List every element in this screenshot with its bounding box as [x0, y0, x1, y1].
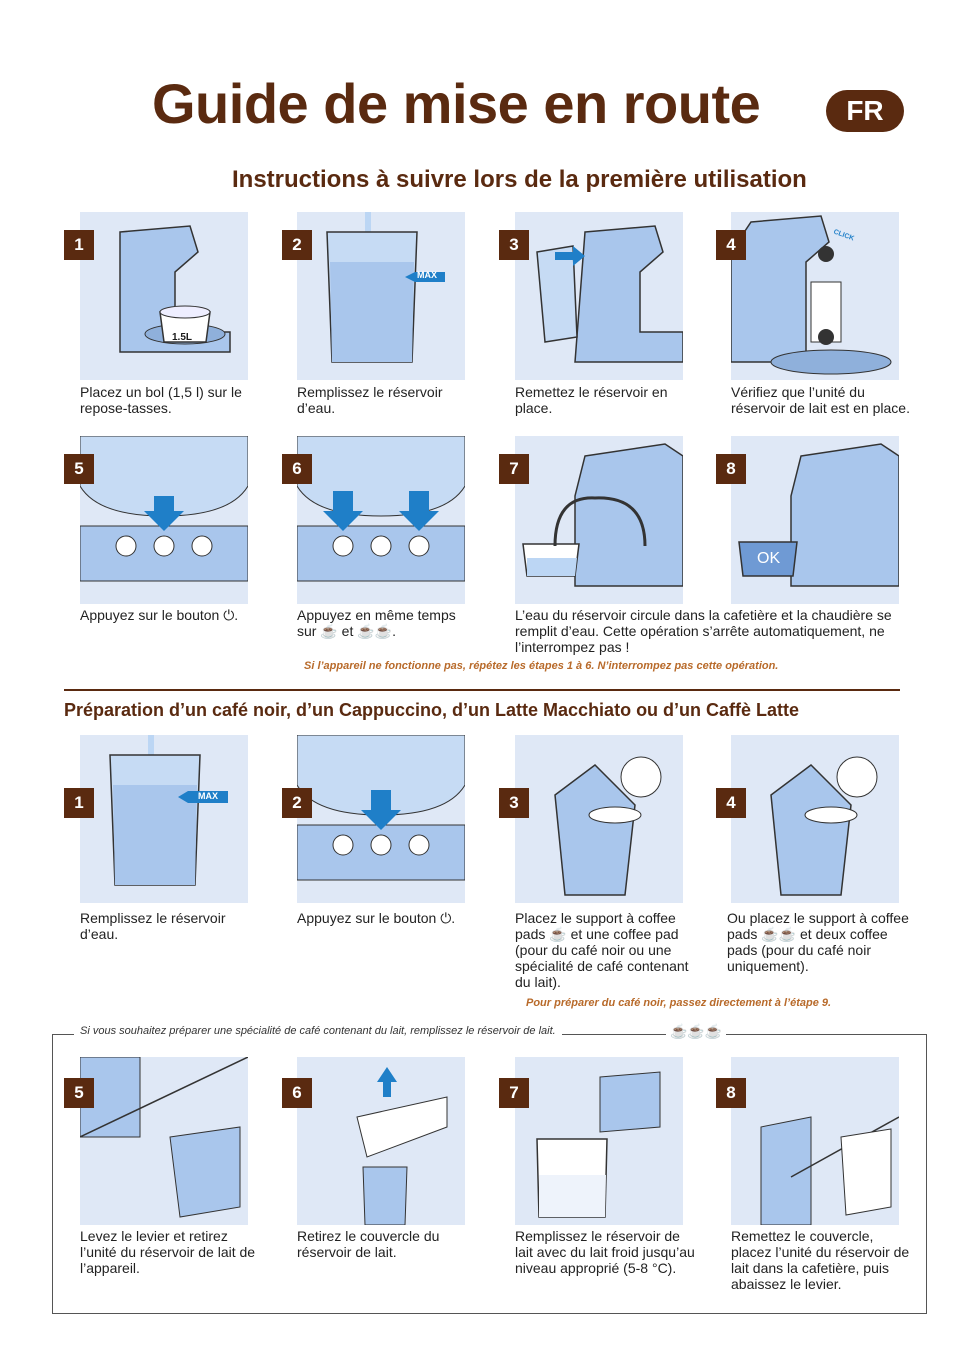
step-illustration-press-power: [297, 735, 465, 903]
step-caption: Ou placez le support à coffee pads ☕☕ et…: [727, 910, 909, 974]
step-number: 1: [64, 788, 94, 818]
step-caption: Placez un bol (1,5 l) sur le repose-tass…: [80, 384, 242, 416]
page-title: Guide de mise en route: [152, 72, 761, 135]
bowl-volume-label: 1.5L: [172, 332, 193, 343]
step-caption: Appuyez sur le bouton ⏻.: [297, 910, 456, 926]
step-caption: Appuyez en même temps sur ☕ et ☕☕.: [297, 607, 456, 639]
step-number: 5: [64, 1078, 94, 1108]
step-number: 3: [499, 230, 529, 260]
step-illustration-reinsert-milk-unit: [731, 1057, 899, 1225]
step-caption: Vérifiez que l’unité du réservoir de lai…: [731, 384, 910, 416]
language-badge: FR: [826, 90, 904, 132]
step-caption: L’eau du réservoir circule dans la cafet…: [515, 607, 892, 655]
step-illustration-5: [80, 436, 248, 604]
step-number: 2: [282, 230, 312, 260]
step-illustration-2: MAX: [297, 212, 465, 380]
step-caption: Appuyez sur le bouton ⏻.: [80, 607, 239, 623]
step-number: 5: [64, 454, 94, 484]
section-divider: [64, 689, 900, 691]
ok-label: OK: [757, 550, 781, 567]
step-number: 2: [282, 788, 312, 818]
step-number: 8: [716, 1078, 746, 1108]
step-illustration-6: [297, 436, 465, 604]
step-illustration-remove-milk-unit: [80, 1057, 248, 1225]
step-illustration-fill-water: MAX: [80, 735, 248, 903]
step-number: 4: [716, 788, 746, 818]
step-illustration-8: OK: [731, 436, 899, 604]
step-illustration-3: [515, 212, 683, 380]
step-illustration-double-pad: [731, 735, 899, 903]
max-label: MAX: [198, 791, 218, 801]
step-illustration-4: CLICK: [731, 212, 899, 380]
max-label: MAX: [417, 270, 437, 280]
section-title-preparation: Préparation d’un café noir, d’un Cappucc…: [64, 700, 800, 720]
step-caption: Placez le support à coffee pads ☕ et une…: [515, 910, 689, 990]
step-illustration-remove-lid: [297, 1057, 465, 1225]
step-caption: Remettez le couvercle, placez l’unité du…: [731, 1228, 910, 1292]
repeat-steps-note: Si l’appareil ne fonctionne pas, répétez…: [304, 660, 779, 672]
step-number: 3: [499, 788, 529, 818]
step-illustration-single-pad: [515, 735, 683, 903]
step-number: 4: [716, 230, 746, 260]
step-number: 8: [716, 454, 746, 484]
black-coffee-note: Pour préparer du café noir, passez direc…: [526, 997, 832, 1009]
step-illustration-fill-milk: [515, 1057, 683, 1225]
milk-note: Si vous souhaitez préparer une spécialit…: [74, 1025, 562, 1037]
step-caption: Levez le levier et retirez l’unité du ré…: [80, 1228, 256, 1276]
step-number: 1: [64, 230, 94, 260]
step-illustration-1: 1.5L: [80, 212, 248, 380]
step-number: 7: [499, 454, 529, 484]
step-number: 6: [282, 1078, 312, 1108]
step-caption: Retirez le couvercle du réservoir de lai…: [297, 1228, 440, 1260]
step-illustration-7: [515, 436, 683, 604]
step-caption: Remplissez le réservoir d’eau.: [297, 384, 443, 416]
step-number: 6: [282, 454, 312, 484]
step-caption: Remplissez le réservoir de lait avec du …: [515, 1228, 695, 1276]
section-title-first-use: Instructions à suivre lors de la premièr…: [232, 166, 807, 193]
step-caption: Remplissez le réservoir d’eau.: [80, 910, 226, 942]
step-caption: Remettez le réservoir en place.: [515, 384, 668, 416]
step-number: 7: [499, 1078, 529, 1108]
drink-icons: ☕☕☕: [666, 1023, 727, 1040]
